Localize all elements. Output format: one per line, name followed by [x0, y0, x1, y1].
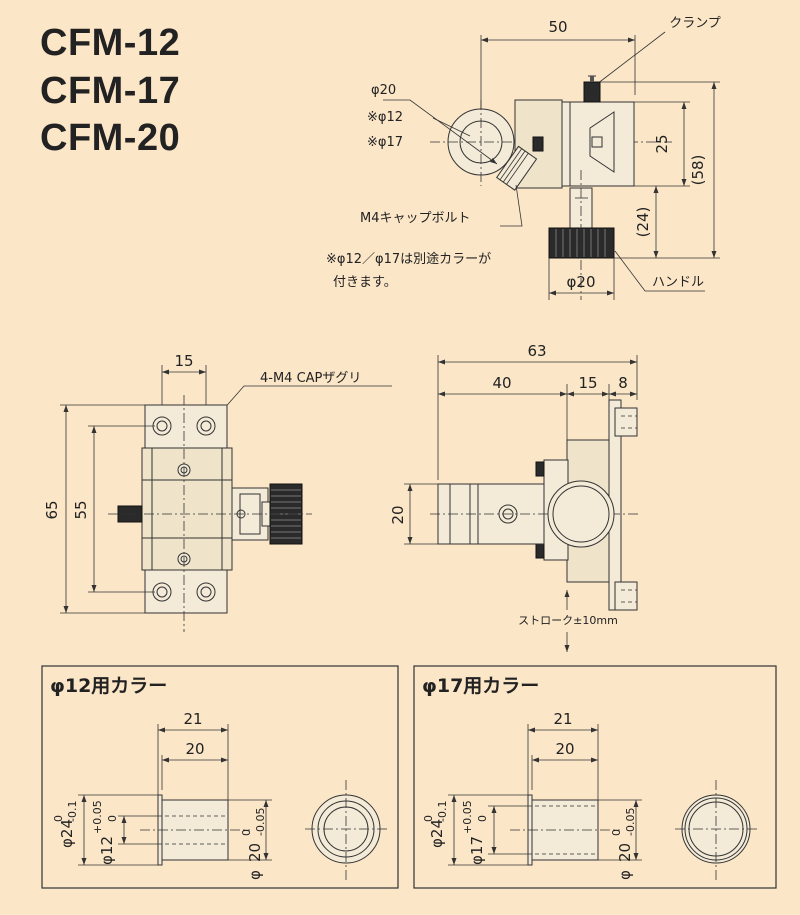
front-dim-15: 15: [174, 352, 193, 370]
collar17-len-tol-upper: 0: [610, 829, 623, 836]
front-view: 15 4-M4 CAPザグリ: [43, 352, 392, 632]
collar17-outer-tol-upper: 0: [422, 815, 435, 822]
top-view: 50 クランプ φ20 ※φ12 ※φ17: [326, 16, 721, 300]
phi17-label: ※φ17: [367, 135, 403, 150]
collar12-len-tol-lower: -0.05: [254, 808, 267, 836]
dim-24: (24): [634, 207, 652, 238]
dim-58: (58): [689, 155, 707, 186]
clamp-leader: [596, 31, 666, 85]
collar17-dim-20: 20: [555, 740, 574, 758]
collar17-dim-21: 21: [553, 710, 572, 728]
model-title-cfm17: CFM-17: [40, 70, 181, 112]
handle-phi20: φ20: [567, 273, 596, 291]
collar12-dim-21: 21: [183, 710, 202, 728]
clamp-knob: [583, 81, 601, 103]
handle-knob: [548, 227, 615, 259]
clamp-block: [561, 101, 635, 187]
phi12-label: ※φ12: [367, 110, 403, 125]
collar17-len-tol-lower: -0.05: [624, 808, 637, 836]
collar12-outer-tol-upper: 0: [52, 815, 65, 822]
collar17-len-dia: 20: [616, 843, 634, 862]
collar12-len-phi: φ: [246, 870, 264, 880]
side-dim-20: 20: [389, 505, 407, 524]
collar17-len-phi: φ: [616, 870, 634, 880]
collar12-box: φ12用カラー 21 20 φ24 0 -0.1 φ12 +0.05 0 φ: [41, 665, 399, 889]
collar12-outer-dia: φ24: [58, 819, 76, 848]
dim-25: 25: [653, 134, 671, 153]
side-view: 63 40 15 8 20: [389, 342, 640, 652]
side-dim-40: 40: [492, 374, 511, 392]
collar-note-line1: ※φ12／φ17は別途カラーが: [326, 251, 491, 267]
collar17-box: φ17用カラー 21 20 φ24 0 -0.1 φ17 +0.05 0 φ: [413, 665, 777, 889]
clamp-label: クランプ: [669, 16, 721, 31]
front-dim-65: 65: [43, 500, 61, 519]
collar12-title: φ12用カラー: [50, 675, 167, 697]
bolt-label: M4キャップボルト: [360, 211, 471, 226]
collar12-len-dia: 20: [246, 843, 264, 862]
collar12-inner-dia: φ12: [98, 836, 116, 865]
collar17-outer-dia: φ24: [428, 819, 446, 848]
front-dim-55: 55: [72, 500, 90, 519]
collar12-inner-tol-lower: 0: [106, 815, 119, 822]
dim-50: 50: [548, 18, 567, 36]
m4-cap-bolt: [496, 145, 538, 191]
cap-label: 4-M4 CAPザグリ: [260, 371, 361, 386]
collar12-inner-tol-upper: +0.05: [91, 800, 104, 834]
collar17-inner-tol-upper: +0.05: [461, 800, 474, 834]
side-dim-63: 63: [527, 342, 546, 360]
side-dim-15: 15: [578, 374, 597, 392]
collar-note-line2: 付きます。: [333, 275, 397, 290]
collar17-outer-tol-lower: -0.1: [436, 801, 449, 822]
handle-label: ハンドル: [652, 275, 704, 290]
model-title-cfm20: CFM-20: [40, 117, 181, 159]
collar12-dim-20: 20: [185, 740, 204, 758]
side-dim-8: 8: [618, 374, 628, 392]
collar12-outer-tol-lower: -0.1: [66, 801, 79, 822]
collar17-inner-dia: φ17: [468, 836, 486, 865]
model-title-cfm12: CFM-12: [40, 22, 181, 64]
side-knob: [547, 480, 615, 548]
collar12-len-tol-upper: 0: [240, 829, 253, 836]
collar17-title: φ17用カラー: [422, 675, 539, 697]
collar17-inner-tol-lower: 0: [476, 815, 489, 822]
phi20-label: φ20: [371, 83, 396, 98]
stroke-label: ストローク±10mm: [518, 614, 618, 627]
